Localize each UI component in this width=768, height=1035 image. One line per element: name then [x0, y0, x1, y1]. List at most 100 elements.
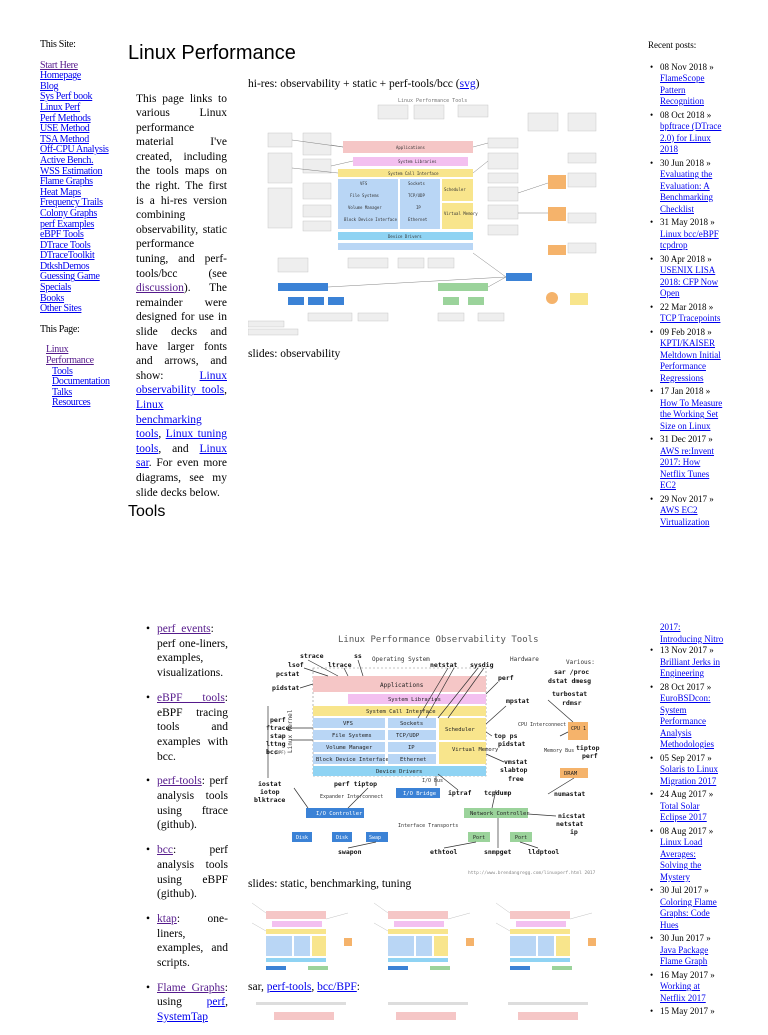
- page-sublink-resources[interactable]: Resources: [52, 397, 91, 409]
- nav-link-active-bench[interactable]: Active Bench.: [40, 154, 94, 166]
- obs-syscall: System Call Interface: [366, 709, 436, 715]
- recent-post-link[interactable]: Brilliant Jerks in Engineering: [660, 656, 720, 679]
- nav-link-colony-graphs[interactable]: Colony Graphs: [40, 207, 97, 219]
- recent-post-link[interactable]: Linux Load Averages: Solving the Mystery: [660, 837, 703, 882]
- nav-link-dtracetoolkit[interactable]: DTraceToolkit: [40, 250, 95, 262]
- perf-events-link[interactable]: perf_events: [157, 623, 211, 635]
- static-bench-tuning-diagrams[interactable]: [248, 893, 610, 975]
- nav-link-heat-maps[interactable]: Heat Maps: [40, 186, 81, 198]
- nav-link-flame-graphs[interactable]: Flame Graphs: [40, 176, 93, 188]
- recent-post-link[interactable]: FlameScope Pattern Recognition: [660, 73, 705, 106]
- hr-drivers: Device Drivers: [388, 234, 422, 239]
- tool-netstat: netstat: [430, 661, 457, 669]
- recent-post-link[interactable]: Java Package Flame Graph: [660, 944, 709, 967]
- nav-link-off-cpu-analysis[interactable]: Off-CPU Analysis: [40, 144, 109, 156]
- intro-text: This page links to various Linux perform…: [136, 92, 227, 280]
- list-item: bcc: perf analysis tools using eBPF (git…: [146, 843, 228, 902]
- recent-post-link[interactable]: Working at Netflix 2017: [660, 981, 706, 1003]
- nav-link-frequency-trails[interactable]: Frequency Trails: [40, 197, 103, 209]
- recent-posts-continued: 2017: Introducing Nitro 13 Nov 2017 »Bri…: [648, 622, 724, 1020]
- svg-link[interactable]: svg: [459, 78, 476, 90]
- nav-link-guessing-game[interactable]: Guessing Game: [40, 271, 100, 283]
- recent-posts-header: Recent posts:: [648, 40, 697, 50]
- systemtap-link[interactable]: SystemTap: [157, 1011, 208, 1024]
- flame-graphs-list-link[interactable]: Flame Graphs: [157, 981, 225, 994]
- recent-post-item: 08 Aug 2017 »Linux Load Averages: Solvin…: [648, 826, 724, 884]
- flame-perf-link[interactable]: perf: [206, 996, 226, 1009]
- static-thumbs-svg: [251, 902, 596, 970]
- tool-top-ps: top ps: [494, 732, 518, 740]
- nav-link-dtrace-tools[interactable]: DTrace Tools: [40, 239, 91, 251]
- recent-post-link[interactable]: Linux bcc/eBPF tcpdrop: [660, 228, 719, 251]
- list-item: Flame Graphs: using perf, SystemTap: [146, 981, 228, 1025]
- sar-perftools-bcc-diagrams[interactable]: [248, 996, 610, 1024]
- observability-diagram[interactable]: Linux Performance Observability Tools Op…: [248, 628, 610, 878]
- nav-link-other-sites[interactable]: Other Sites: [40, 303, 82, 315]
- nav-link-blog[interactable]: Blog: [40, 80, 59, 92]
- hr-tcp: TCP/UDP: [408, 193, 425, 198]
- nav-link-wss-estimation[interactable]: WSS Estimation: [40, 165, 103, 177]
- recent-post-link[interactable]: AWS re:Invent 2017: How Netflix Tunes EC…: [660, 445, 715, 491]
- tool-mpstat: mpstat: [506, 697, 530, 705]
- nav-link-specials[interactable]: Specials: [40, 282, 71, 294]
- nav-link-sys-perf-book[interactable]: Sys Perf book: [40, 91, 93, 103]
- hires-diagram[interactable]: Linux Performance Tools Applications Sys…: [248, 93, 610, 343]
- recent-post-item: 30 Jul 2017 »Coloring Flame Graphs: Code…: [648, 885, 724, 931]
- page-sublink-talks[interactable]: Talks: [52, 386, 73, 398]
- recent-post-link[interactable]: Solaris to Linux Migration 2017: [660, 764, 718, 786]
- nav-link-perf-examples[interactable]: perf Examples: [40, 218, 95, 230]
- obs-scheduler: Scheduler: [445, 727, 475, 733]
- recent-post-link[interactable]: TCP Tracepoints: [660, 313, 721, 323]
- recent-post-link[interactable]: USENIX LISA 2018: CFP Now Open: [660, 265, 719, 298]
- perf-tools-list-link[interactable]: perf-tools: [157, 775, 202, 788]
- page-title: Linux Performance: [128, 42, 296, 64]
- intro-text: . For even more diagrams, see my slide d…: [136, 457, 227, 499]
- hires-title: Linux Performance Tools: [398, 98, 467, 104]
- discussion-link[interactable]: discussion: [136, 282, 184, 295]
- obs-ip: IP: [408, 745, 415, 751]
- hr-vm: Volume Manager: [348, 205, 382, 210]
- list-item: perf_events: perf one-liners, examples, …: [146, 622, 228, 681]
- sar-link[interactable]: Linux sar: [136, 442, 227, 470]
- benchmarking-tools-link[interactable]: Linux benchmarking tools: [136, 398, 202, 441]
- nav-link-tsa-method[interactable]: TSA Method: [40, 133, 89, 145]
- recent-post-link[interactable]: KPTI/KAISER Meltdown Initial Performance…: [660, 338, 721, 383]
- nav-link-dtkshdemos[interactable]: DtkshDemos: [40, 260, 90, 272]
- tool-perf-2: perf: [270, 716, 286, 724]
- recent-post-link[interactable]: 2017: Introducing Nitro: [660, 622, 724, 644]
- nav-link-books[interactable]: Books: [40, 292, 65, 304]
- nav-link-perf-methods[interactable]: Perf Methods: [40, 112, 91, 124]
- sar-caption: sar, perf-tools, bcc/BPF:: [248, 981, 360, 993]
- perf-tools-link[interactable]: perf-tools: [266, 981, 312, 993]
- page-sublink-tools[interactable]: Tools: [52, 365, 73, 377]
- recent-post-link[interactable]: EuroBSDcon: System Performance Analysis …: [660, 693, 714, 749]
- recent-post-link[interactable]: Coloring Flame Graphs: Code Hues: [660, 896, 717, 930]
- tool-ltrace: ltrace: [328, 661, 352, 669]
- nav-link-start-here[interactable]: Start Here: [40, 59, 78, 71]
- recent-post-link[interactable]: AWS EC2 Virtualization: [660, 505, 710, 527]
- observability-tools-link[interactable]: Linux observability tools: [136, 369, 227, 397]
- nav-link-ebpf-tools[interactable]: eBPF Tools: [40, 229, 84, 241]
- nav-link-use-method[interactable]: USE Method: [40, 123, 90, 135]
- nav-link-homepage[interactable]: Homepage: [40, 70, 81, 82]
- recent-post-link[interactable]: Total Solar Eclipse 2017: [660, 800, 707, 823]
- tuning-tools-link[interactable]: Linux tuning tools: [136, 428, 227, 455]
- recent-post-date: 09 Feb 2018 »: [660, 326, 712, 337]
- recent-post-link[interactable]: How To Measure the Working Set Size on L…: [660, 397, 723, 431]
- page-link-linux-performance[interactable]: Linux Performance: [46, 344, 94, 367]
- recent-post-item: 28 Oct 2017 »EuroBSDcon: System Performa…: [648, 682, 724, 751]
- obs-bdi: Block Device Interface: [316, 757, 389, 763]
- hr-bdi: Block Device Interface: [344, 217, 398, 222]
- hr-sockets: Sockets: [408, 181, 425, 186]
- ebpf-tools-link[interactable]: eBPF tools: [157, 691, 225, 704]
- bcc-bpf-link[interactable]: bcc/BPF: [317, 981, 357, 993]
- recent-post-link[interactable]: Evaluating the Evaluation: A Benchmarkin…: [660, 169, 713, 214]
- tool-swapon: swapon: [338, 848, 362, 856]
- tool-pidstat-2: pidstat: [498, 740, 525, 748]
- page-sublink-documentation[interactable]: Documentation: [52, 376, 110, 388]
- bcc-list-link[interactable]: bcc: [157, 844, 173, 857]
- recent-post-link[interactable]: bpftrace (DTrace 2.0) for Linux 2018: [660, 121, 722, 154]
- nav-link-linux-perf[interactable]: Linux Perf: [40, 101, 81, 113]
- ktap-link[interactable]: ktap: [157, 912, 177, 925]
